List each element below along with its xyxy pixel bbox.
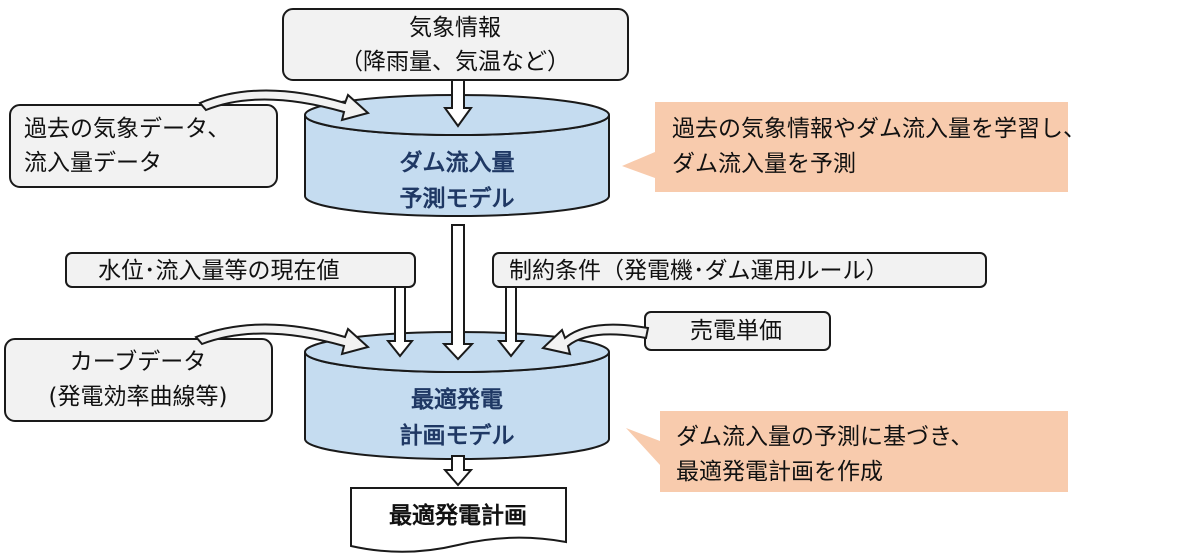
curve-data-line1: カーブデータ <box>69 349 207 375</box>
arrow-plan-to-output <box>442 455 474 487</box>
plan-model-line1: 最適発電 <box>411 387 503 413</box>
past-data-box <box>9 104 278 188</box>
current-values-box <box>65 252 416 288</box>
output-plan-document <box>350 487 567 553</box>
curved-arrow-curve-data <box>194 323 371 356</box>
arrow-weather-to-model <box>443 79 473 128</box>
curved-arrow-past-data <box>198 89 371 122</box>
callout-model2-note <box>626 411 1068 492</box>
past-data-line1: 過去の気象データ、 <box>24 116 231 142</box>
inflow-model-line1: ダム流入量 <box>399 150 515 176</box>
curve-data-box <box>4 338 273 422</box>
output-plan-label: 最適発電計画 <box>389 503 527 529</box>
curve-data-line2: (発電効率曲線等) <box>48 384 228 410</box>
inflow-model-line2: 予測モデル <box>399 186 515 212</box>
arrow-current-values <box>385 286 415 358</box>
plan-model-line2: 計画モデル <box>399 423 515 449</box>
weather-info-line2: （降雨量、気温など） <box>340 49 570 75</box>
constraints-box <box>492 252 987 288</box>
arrow-constraints <box>496 286 526 358</box>
plan-model-cylinder <box>304 331 610 460</box>
constraints-label: 制約条件（発電機･ダム運用ルール） <box>509 258 889 284</box>
callout-model1-note <box>622 102 1068 192</box>
weather-info-line1: 気象情報 <box>409 15 501 41</box>
model1-note-line2: ダム流入量を予測 <box>672 151 856 177</box>
curved-arrow-price <box>540 323 650 356</box>
model2-note-line1: ダム流入量の予測に基づき、 <box>676 424 974 450</box>
model1-note-line1: 過去の気象情報やダム流入量を学習し、 <box>672 116 1086 142</box>
model2-note-line2: 最適発電計画を作成 <box>676 459 883 485</box>
past-data-line2: 流入量データ <box>24 150 162 176</box>
arrow-model-to-plan <box>441 224 475 361</box>
price-label: 売電単価 <box>690 318 782 344</box>
current-values-label: 水位･流入量等の現在値 <box>98 258 340 284</box>
